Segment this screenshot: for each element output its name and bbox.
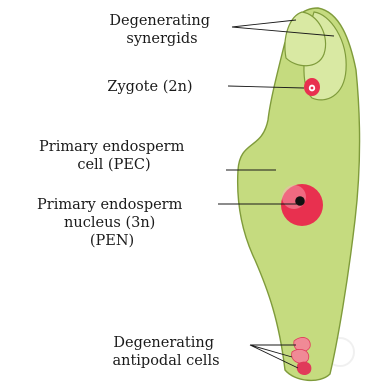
label-pec-line-1: Primary endosperm [39, 139, 185, 155]
label-synergids: Degenerating synergids [109, 13, 214, 47]
label-zygote: Zygote (2n) [107, 79, 192, 95]
label-synergids-line-2: synergids [126, 31, 197, 47]
label-pen-line-3: (PEN) [90, 233, 134, 249]
label-synergids-line-1: Degenerating [109, 13, 210, 29]
label-pec-line-2: cell (PEC) [77, 157, 150, 173]
label-pec: Primary endosperm cell (PEC) [39, 139, 189, 173]
primary-endosperm-nucleus [281, 184, 323, 226]
label-zygote-line-1: Zygote (2n) [107, 79, 192, 95]
label-antipodal-line-2: antipodal cells [112, 353, 219, 369]
synergids-leader-1 [232, 20, 296, 27]
label-pen-line-1: Primary endosperm [37, 197, 183, 213]
label-antipodal: Degenerating antipodal cells [112, 335, 219, 369]
zygote [304, 78, 320, 96]
label-pen: Primary endosperm nucleus (3n) (PEN) [37, 197, 187, 249]
label-pen-line-2: nucleus (3n) [64, 215, 155, 231]
label-antipodal-line-1: Degenerating [113, 335, 214, 351]
